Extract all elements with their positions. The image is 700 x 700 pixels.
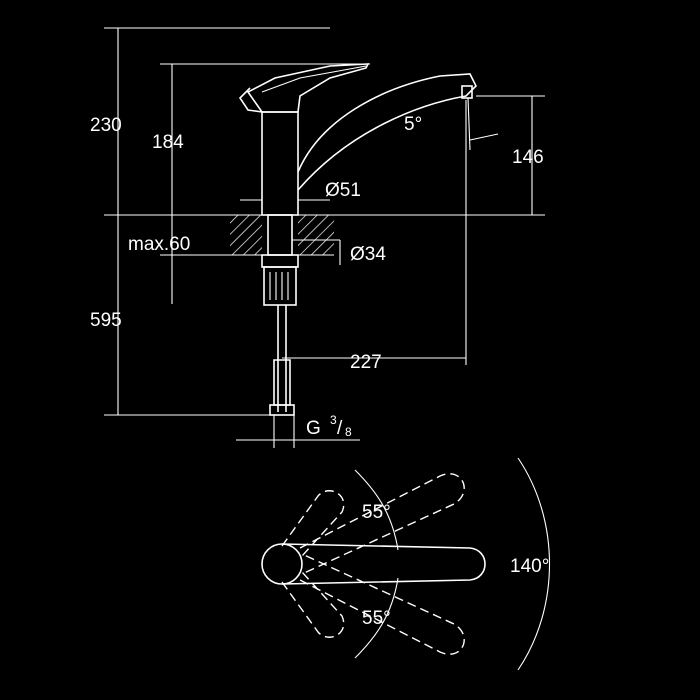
dim-184-label: 184 <box>152 132 184 153</box>
counter-hatch-left <box>230 215 262 255</box>
counter-hatch-right <box>298 215 334 255</box>
dim-51-label: Ø51 <box>325 180 361 201</box>
thread-denominator: 8 <box>345 425 352 439</box>
thread-slash: / <box>337 418 343 439</box>
spout-aerator <box>461 85 473 99</box>
hose-connector <box>269 404 295 416</box>
handle-ghost-lower-right <box>299 553 465 655</box>
angle-140-label: 140° <box>510 556 549 577</box>
dim-230-label: 230 <box>90 115 122 136</box>
lever-base <box>238 87 263 113</box>
handle-ghost-upper-right <box>299 473 465 575</box>
angle-5-arc <box>469 133 499 141</box>
handle-hub <box>261 543 303 585</box>
dim-34-label: Ø34 <box>350 244 386 265</box>
spout <box>297 73 477 191</box>
angle-5-ref <box>467 97 471 151</box>
dim-max60-label: max.60 <box>128 234 190 255</box>
mounting-bracket <box>263 266 297 306</box>
mounting-nut <box>261 254 299 268</box>
handle-ghost-upper-left <box>281 490 345 557</box>
angle-55-upper-label: 55° <box>362 502 391 523</box>
side-view: 230 184 5° 146 Ø51 max.60 Ø34 595 227 <box>90 27 545 448</box>
angle-5-label: 5° <box>404 114 422 135</box>
thread-label: G <box>306 418 321 439</box>
lever-handle <box>246 63 370 113</box>
faucet-body <box>261 111 299 216</box>
dim-227-label: 227 <box>350 352 382 373</box>
shank <box>267 214 293 256</box>
handle-center <box>281 543 486 585</box>
arc-140 <box>517 457 551 671</box>
dim-595-label: 595 <box>90 310 122 331</box>
arc-55-lower <box>354 577 399 659</box>
arc-55-upper <box>354 469 399 551</box>
top-view: 55° 55° 140° <box>261 457 551 671</box>
lever-edge <box>261 65 367 93</box>
hose-sleeve <box>273 359 291 406</box>
thread-numerator: 3 <box>330 413 337 427</box>
handle-ghost-lower-left <box>281 571 345 638</box>
dim-146-label: 146 <box>512 147 544 168</box>
angle-55-lower-label: 55° <box>362 608 391 629</box>
